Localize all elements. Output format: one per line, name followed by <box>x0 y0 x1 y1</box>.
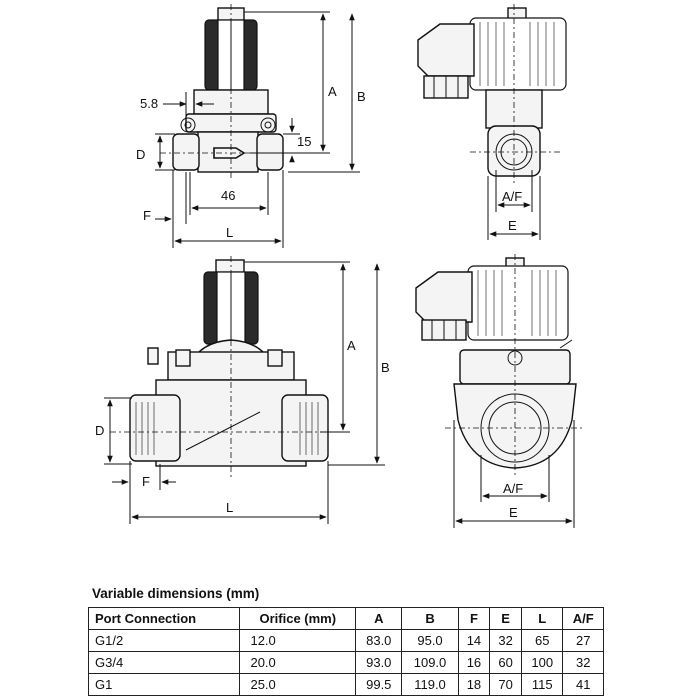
label-d-top: D <box>136 147 145 162</box>
large-valve-front-view <box>110 256 350 480</box>
table-header-row: Port Connection Orifice (mm) A B F E L A… <box>87 607 604 630</box>
table-cell: G1 <box>87 673 241 696</box>
table-cell: 20.0 <box>239 651 357 674</box>
label-af-bottom: A/F <box>503 481 523 496</box>
table-cell: 119.0 <box>401 673 459 696</box>
table-cell: 18 <box>457 673 491 696</box>
table-cell: 95.0 <box>401 629 459 652</box>
table-cell: 16 <box>457 651 491 674</box>
table-cell: 25.0 <box>239 673 357 696</box>
table-cell: 32 <box>562 651 604 674</box>
table-title: Variable dimensions (mm) <box>92 586 260 601</box>
label-l-top: L <box>226 225 233 240</box>
label-46: 46 <box>221 188 235 203</box>
table-cell: 100 <box>520 651 564 674</box>
header-f: F <box>457 607 491 630</box>
dimensions-table: Port Connection Orifice (mm) A B F E L A… <box>87 607 604 696</box>
table-cell: 83.0 <box>355 629 403 652</box>
large-valve-side-view <box>415 254 585 478</box>
table-cell: 14 <box>457 629 491 652</box>
label-5-8: 5.8 <box>140 96 158 111</box>
small-valve-side-view <box>417 4 567 185</box>
table-cell: 115 <box>520 673 564 696</box>
table-row: G3/4 20.0 93.0 109.0 16 60 100 32 <box>87 651 604 674</box>
table-cell: 99.5 <box>355 673 403 696</box>
header-b: B <box>401 607 459 630</box>
label-f-bottom: F <box>142 474 150 489</box>
label-15: 15 <box>297 134 311 149</box>
small-valve-front-view <box>160 4 300 180</box>
label-d-bottom: D <box>95 423 104 438</box>
table-cell: 109.0 <box>401 651 459 674</box>
label-l-bottom: L <box>226 500 233 515</box>
large-valve-side-dimensions <box>453 420 575 528</box>
label-a-bottom: A <box>347 338 356 353</box>
table-cell: 65 <box>520 629 564 652</box>
header-af: A/F <box>562 607 604 630</box>
table-row: G1/2 12.0 83.0 95.0 14 32 65 27 <box>87 629 604 652</box>
table-cell: 12.0 <box>239 629 357 652</box>
table-cell: 27 <box>562 629 604 652</box>
table-cell: G3/4 <box>87 651 241 674</box>
label-e-bottom: E <box>509 505 518 520</box>
label-e-top: E <box>508 218 517 233</box>
table-cell: 32 <box>489 629 522 652</box>
large-valve-front-dimensions <box>104 261 385 524</box>
header-e: E <box>489 607 522 630</box>
table-cell: 41 <box>562 673 604 696</box>
header-port-connection: Port Connection <box>87 607 241 630</box>
small-valve-front-dimensions <box>155 11 360 248</box>
table-cell: 93.0 <box>355 651 403 674</box>
label-a-top: A <box>328 84 337 99</box>
label-b-top: B <box>357 89 366 104</box>
table-cell: 60 <box>489 651 522 674</box>
label-af-top: A/F <box>502 189 522 204</box>
label-b-bottom: B <box>381 360 390 375</box>
header-l: L <box>520 607 564 630</box>
header-a: A <box>355 607 403 630</box>
header-orifice: Orifice (mm) <box>239 607 357 630</box>
table-cell: 70 <box>489 673 522 696</box>
small-valve-side-dimensions <box>487 170 541 240</box>
valve-dimension-drawing: A B 5.8 D 15 46 F L A/F E A B D F L A/F … <box>95 4 585 528</box>
label-f-top: F <box>143 208 151 223</box>
table-cell: G1/2 <box>87 629 241 652</box>
table-row: G1 25.0 99.5 119.0 18 70 115 41 <box>87 673 604 696</box>
